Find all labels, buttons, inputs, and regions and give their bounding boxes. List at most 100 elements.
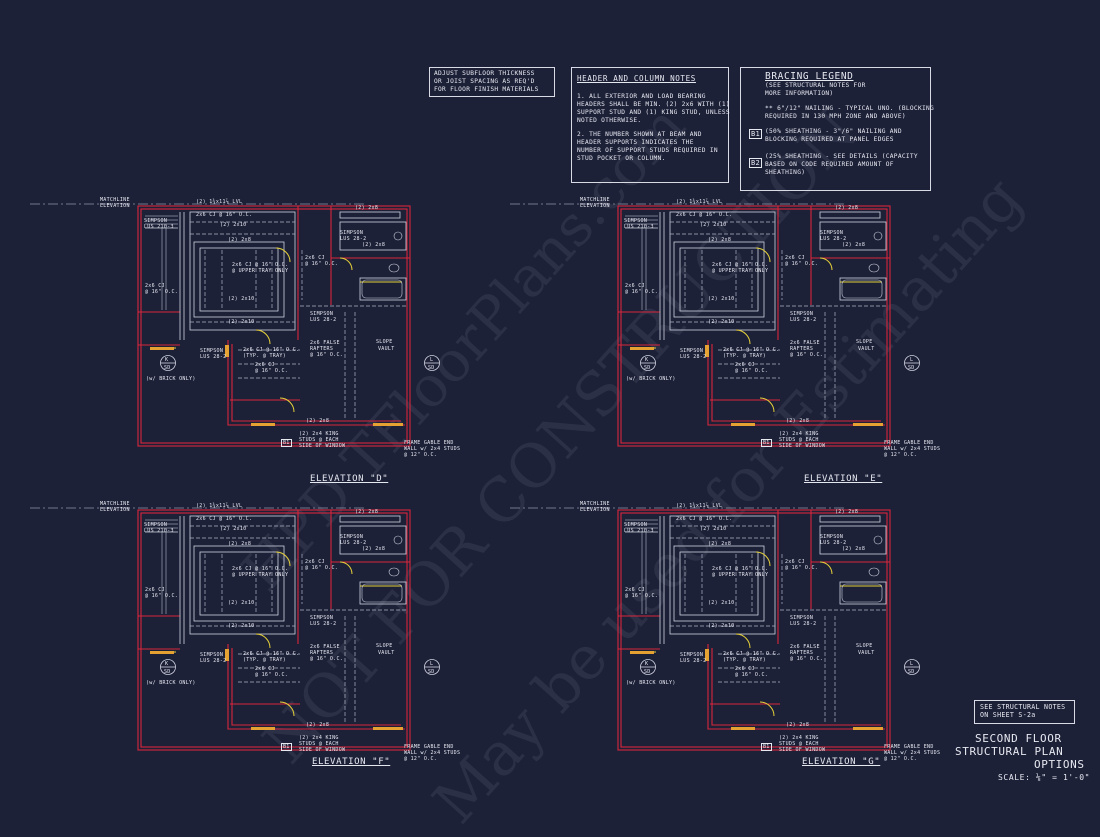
header-2x8-d-label-2: (2) 2x8 [786, 418, 810, 424]
cj-2x6-b-label-2: 2x6 CJ @ 16" O.C. [785, 255, 819, 267]
cj-2x6-label-1: 2x6 CJ @ 16" O.C. [145, 283, 179, 295]
bracing-legend-nailing: ** 6"/12" NAILING - TYPICAL UNO. (BLOCKI… [765, 105, 935, 120]
callout-k-label-3: K [165, 661, 169, 667]
gable-label-2: FRAME GABLE END WALL w/ 2x4 STUDS @ 12" … [884, 440, 941, 458]
simpson-28-b-label-2: SIMPSON LUS 28-2 [790, 311, 817, 323]
simpson-210-label-1: SIMPSON LUS 210-3 [144, 218, 174, 230]
header-2x10-label-1: (2) 2x10 [220, 222, 247, 228]
simpson-28-label-3: SIMPSON LUS 28-2 [340, 534, 367, 546]
header-2x8-b-label-3: (2) 2x8 [362, 546, 386, 552]
header-2x8-b-label-4: (2) 2x8 [842, 546, 866, 552]
elevation-g-label: ELEVATION "G" [802, 757, 881, 767]
header-2x10-label-3: (2) 2x10 [220, 526, 247, 532]
callout-l-sd-label-3: SD [428, 669, 435, 675]
see-notes-text: SEE STRUCTURAL NOTES ON SHEET S-2a [980, 703, 1066, 719]
simpson-28-c-label-3: SIMPSON LUS 28-2 [200, 652, 227, 664]
header-2x8-label-1: (2) 2x8 [355, 205, 379, 211]
header-2x10-label-4: (2) 2x10 [700, 526, 727, 532]
king-studs-label-3: (2) 2x4 KING STUDS @ EACH SIDE OF WINDOW [299, 735, 346, 753]
tray-label-1: 2x6 CJ @ 16" O.C. (TYP. @ TRAY) [243, 347, 300, 359]
header-2x10-c-label-1: (2) 2x10 [228, 319, 255, 325]
false-rafters-label-1: 2x6 FALSE RAFTERS @ 16" O.C. [310, 340, 344, 358]
header-2x10-b-label-4: (2) 2x10 [708, 600, 735, 606]
header-2x10-c-label-2: (2) 2x10 [708, 319, 735, 325]
header-2x8-c-label-2: (2) 2x8 [708, 237, 732, 243]
callout-l-label-3: L [430, 661, 434, 667]
simpson-28-b-label-4: SIMPSON LUS 28-2 [790, 615, 817, 627]
tray-label-4: 2x6 CJ @ 16" O.C. (TYP. @ TRAY) [723, 651, 780, 663]
simpson-28-c-label-1: SIMPSON LUS 28-2 [200, 348, 227, 360]
lvl-label-2: (2) 1¾x11⅞ LVL [676, 199, 723, 205]
b1-tag-label-3: B1 [281, 743, 292, 751]
header-2x8-d-label-1: (2) 2x8 [306, 418, 330, 424]
sheet-scale: SCALE: ⅛" = 1'-0" [998, 773, 1091, 782]
header-2x10-c-label-3: (2) 2x10 [228, 623, 255, 629]
subfloor-note-box: ADJUST SUBFLOOR THICKNESS OR JOIST SPACI… [429, 67, 555, 97]
callout-l-label-2: L [910, 357, 914, 363]
simpson-28-b-label-1: SIMPSON LUS 28-2 [310, 311, 337, 323]
cj-2x6-c-label-4: 2x6 CJ @ 16" O.C. [735, 666, 769, 678]
elevation-f-label: ELEVATION "F" [312, 757, 391, 767]
header-2x8-d-label-3: (2) 2x8 [306, 722, 330, 728]
callout-l-sd-label-2: SD [908, 365, 915, 371]
slope-label-4: SLOPE [856, 643, 873, 649]
simpson-210-label-2: SIMPSON LUS 210-3 [624, 218, 654, 230]
header-2x10-b-label-1: (2) 2x10 [228, 296, 255, 302]
callout-k-sd-label-4: SD [644, 669, 651, 675]
tray-label-2: 2x6 CJ @ 16" O.C. (TYP. @ TRAY) [723, 347, 780, 359]
callout-k-sd-label-3: SD [164, 669, 171, 675]
sheet-title-line1: SECOND FLOOR [975, 732, 1062, 745]
header-notes-1: 1. ALL EXTERIOR AND LOAD BEARING HEADERS… [577, 93, 730, 124]
callout-k-sd-label-1: SD [164, 365, 171, 371]
king-studs-label-4: (2) 2x4 KING STUDS @ EACH SIDE OF WINDOW [779, 735, 826, 753]
bracing-legend-box: BRACING LEGEND (SEE STRUCTURAL NOTES FOR… [740, 67, 935, 191]
header-2x10-b-label-3: (2) 2x10 [228, 600, 255, 606]
b1-tag-label-4: B1 [761, 743, 772, 751]
header-2x8-c-label-4: (2) 2x8 [708, 541, 732, 547]
slope-label-1: SLOPE [376, 339, 393, 345]
see-notes-box: SEE STRUCTURAL NOTES ON SHEET S-2a [974, 700, 1075, 724]
gable-label-3: FRAME GABLE END WALL w/ 2x4 STUDS @ 12" … [404, 744, 461, 762]
cj-2x6-b-label-1: 2x6 CJ @ 16" O.C. [305, 255, 339, 267]
simpson-28-c-label-2: SIMPSON LUS 28-2 [680, 348, 707, 360]
header-2x8-c-label-1: (2) 2x8 [228, 237, 252, 243]
simpson-28-label-1: SIMPSON LUS 28-2 [340, 230, 367, 242]
header-2x10-c-label-4: (2) 2x10 [708, 623, 735, 629]
callout-k-label-1: K [165, 357, 169, 363]
callout-l-label-1: L [430, 357, 434, 363]
simpson-28-label-2: SIMPSON LUS 28-2 [820, 230, 847, 242]
cj-2x6-label-4: 2x6 CJ @ 16" O.C. [625, 587, 659, 599]
cj-top-label-4: 2x6 CJ @ 16" O.C. [676, 516, 733, 522]
sheet-title-line3: OPTIONS [1034, 758, 1085, 771]
cj-upper-label-3: 2x6 CJ @ 16" O.C. @ UPPER TRAY ONLY [232, 566, 289, 578]
header-2x8-b-label-1: (2) 2x8 [362, 242, 386, 248]
header-notes-box: HEADER AND COLUMN NOTES 1. ALL EXTERIOR … [571, 67, 730, 183]
bracing-legend-title: BRACING LEGEND [765, 71, 854, 82]
sheet-title-line2: STRUCTURAL PLAN [955, 745, 1064, 758]
simpson-28-label-4: SIMPSON LUS 28-2 [820, 534, 847, 546]
header-2x8-b-label-2: (2) 2x8 [842, 242, 866, 248]
matchline-label-2: MATCHLINE ELEVATION [580, 197, 610, 209]
false-rafters-label-4: 2x6 FALSE RAFTERS @ 16" O.C. [790, 644, 824, 662]
cj-2x6-b-label-3: 2x6 CJ @ 16" O.C. [305, 559, 339, 571]
header-2x8-label-3: (2) 2x8 [355, 509, 379, 515]
brick-label-1: (w/ BRICK ONLY) [146, 376, 196, 382]
bracing-b1-text: (50% SHEATHING - 3"/6" NAILING AND BLOCK… [765, 128, 902, 143]
b1-tag-label-2: B1 [761, 439, 772, 447]
false-rafters-label-2: 2x6 FALSE RAFTERS @ 16" O.C. [790, 340, 824, 358]
cj-2x6-label-2: 2x6 CJ @ 16" O.C. [625, 283, 659, 295]
header-notes-2: 2. THE NUMBER SHOWN AT BEAM AND HEADER S… [577, 131, 718, 162]
cj-top-label-1: 2x6 CJ @ 16" O.C. [196, 212, 253, 218]
callout-l-label-4: L [910, 661, 914, 667]
false-rafters-label-3: 2x6 FALSE RAFTERS @ 16" O.C. [310, 644, 344, 662]
elevation-d-label: ELEVATION "D" [310, 474, 389, 484]
vault-label-1: VAULT [378, 346, 395, 352]
callout-k-label-4: K [645, 661, 649, 667]
slope-label-2: SLOPE [856, 339, 873, 345]
cj-top-label-3: 2x6 CJ @ 16" O.C. [196, 516, 253, 522]
vault-label-2: VAULT [858, 346, 875, 352]
b1-tag-label-1: B1 [281, 439, 292, 447]
header-2x8-label-2: (2) 2x8 [835, 205, 859, 211]
callout-l-sd-label-1: SD [428, 365, 435, 371]
cj-top-label-2: 2x6 CJ @ 16" O.C. [676, 212, 733, 218]
